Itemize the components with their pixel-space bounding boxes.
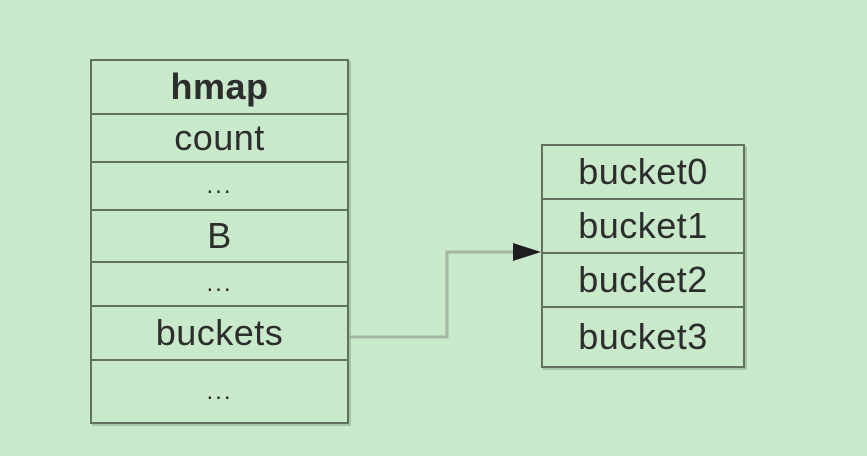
hmap-row-ellipsis-2: ... [92, 263, 347, 307]
bucket-array-table: bucket0 bucket1 bucket2 bucket3 [541, 144, 745, 368]
hmap-row-ellipsis-3: ... [206, 377, 233, 405]
hmap-struct-table: hmap count ... B ... buckets ... [90, 59, 349, 424]
hmap-row-buckets: buckets [92, 307, 347, 361]
hmap-row-ellipsis-1: ... [92, 163, 347, 211]
hmap-row-title: hmap [92, 61, 347, 115]
bucket-row-1: bucket1 [543, 200, 743, 254]
bucket-row-2: bucket2 [543, 254, 743, 308]
bucket-row-0: bucket0 [543, 146, 743, 200]
connector-line [349, 250, 515, 339]
arrow-head-icon [513, 243, 541, 261]
hmap-row-b: B [92, 211, 347, 263]
bucket-row-3: bucket3 [578, 316, 708, 357]
hmap-row-count: count [92, 115, 347, 163]
